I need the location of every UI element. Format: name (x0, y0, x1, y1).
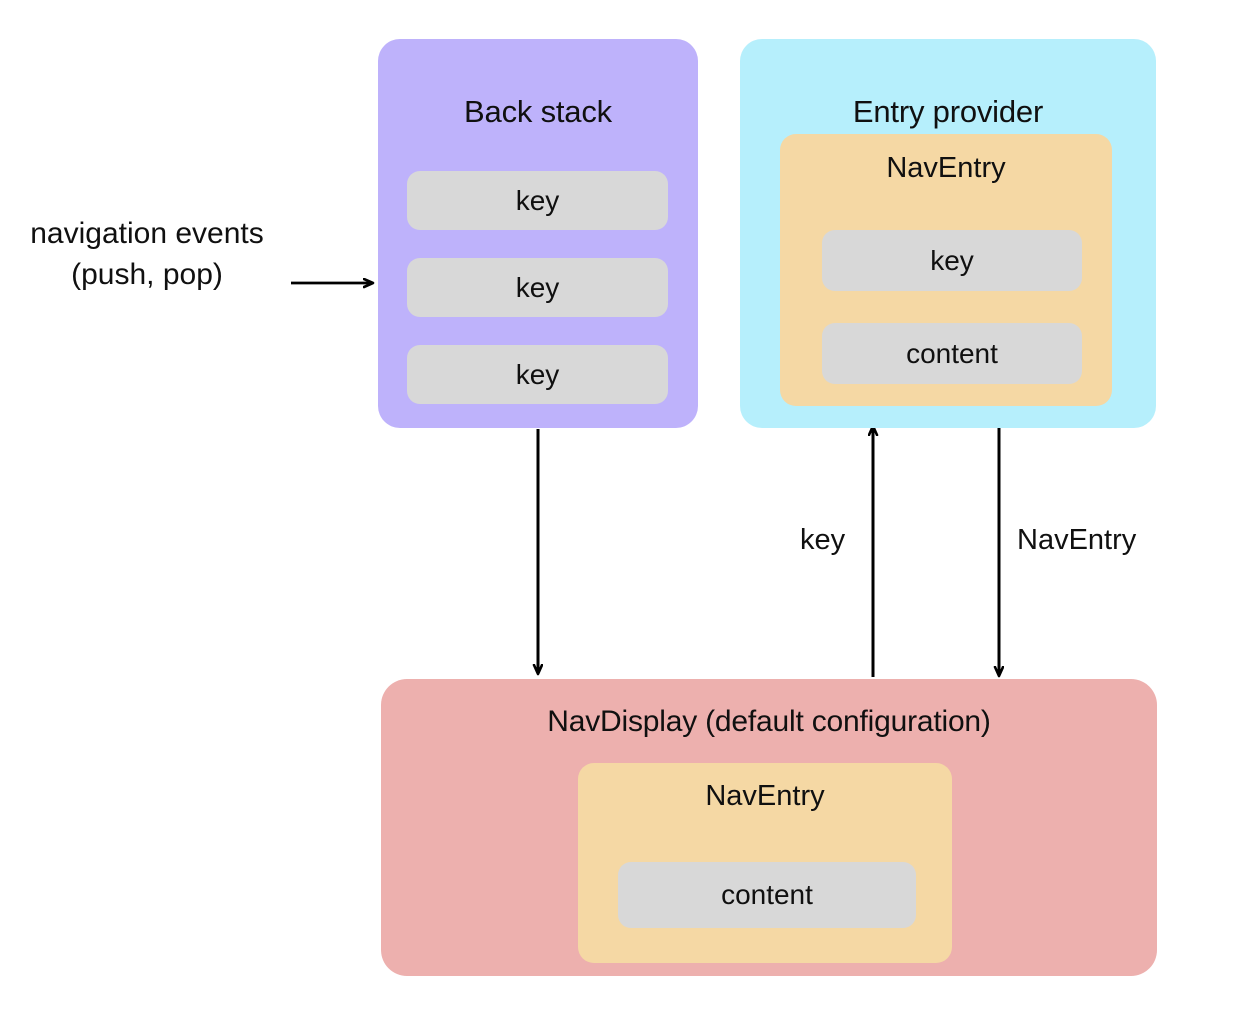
entry-provider-nav-entry-panel: NavEntry key content (780, 134, 1112, 406)
back-stack-key-item[interactable]: key (407, 171, 668, 230)
nav-entry-content-field[interactable]: content (618, 862, 916, 928)
entry-provider-title: Entry provider (852, 94, 1044, 129)
navigation-events-line-1: navigation events (30, 217, 264, 250)
navigation-events-line-2: (push, pop) (71, 258, 223, 292)
nav-entry-key-field[interactable]: key (822, 230, 1082, 291)
back-stack-key-item[interactable]: key (407, 258, 668, 317)
edge-label-naventry: NavEntry (1017, 524, 1137, 556)
back-stack-title: Back stack (464, 94, 612, 129)
nav-entry-title: NavEntry (705, 780, 825, 812)
nav-display-container: NavDisplay (default configuration) NavEn… (381, 679, 1157, 976)
edge-label-key: key (800, 524, 846, 556)
back-stack-key-item[interactable]: key (407, 345, 668, 404)
nav-entry-content-field[interactable]: content (822, 323, 1082, 384)
navigation-events-label: navigation events (push, pop) (6, 213, 288, 296)
nav-entry-title: NavEntry (886, 152, 1006, 184)
back-stack-container: Back stack key key key (378, 39, 698, 428)
nav-display-nav-entry-panel: NavEntry content (578, 763, 952, 963)
nav-display-title: NavDisplay (default configuration) (547, 705, 991, 738)
entry-provider-container: Entry provider NavEntry key content (740, 39, 1156, 428)
